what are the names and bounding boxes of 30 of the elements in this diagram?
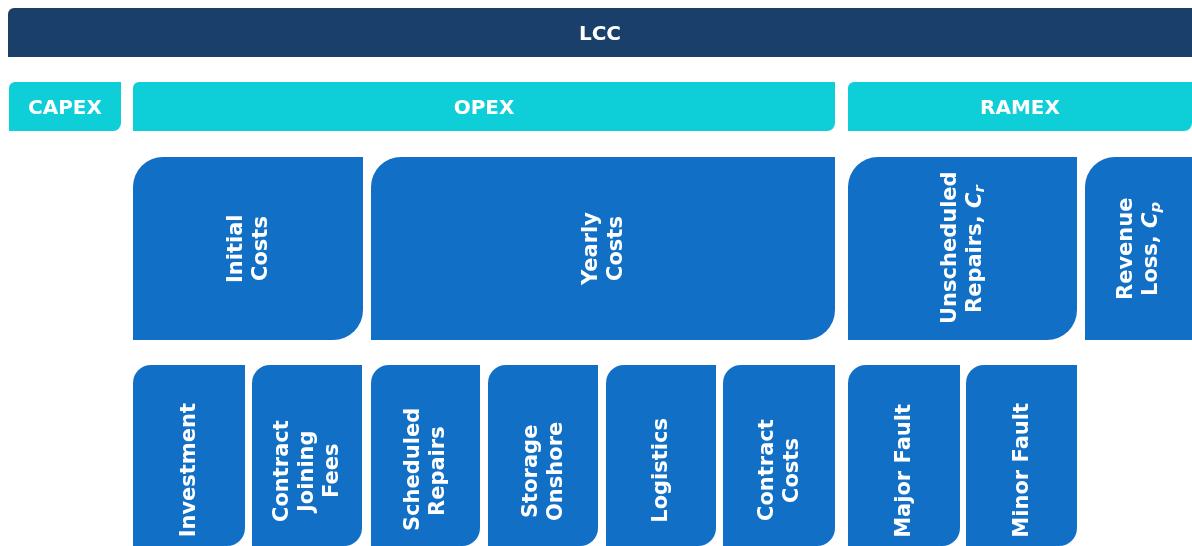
cost-group-box (371, 157, 835, 340)
category-band (848, 82, 1192, 131)
box-label: Logistics (648, 418, 674, 523)
cost-group-box (848, 157, 1077, 340)
cost-item-box (371, 365, 480, 546)
header-bar (8, 8, 1192, 57)
box-label: Minor Fault (1008, 403, 1034, 538)
box-label: Yearly Costs (577, 211, 628, 287)
box-label: Storage Onshore (517, 419, 568, 523)
cost-item-box (966, 365, 1077, 546)
cost-item-box (488, 365, 598, 546)
box-label: RAMEX (980, 94, 1060, 119)
box-label: Contract Costs (753, 420, 804, 521)
box-label: CAPEX (28, 94, 102, 119)
box-label: Major Fault (891, 403, 917, 538)
cost-item-box (848, 365, 960, 546)
cost-group-box (133, 157, 363, 340)
box-label: Initial Costs (222, 213, 273, 285)
cost-item-box (252, 365, 362, 546)
box-label: Scheduled Repairs (400, 410, 451, 531)
cost-group-box (1085, 157, 1192, 340)
cost-item-box (723, 365, 835, 546)
box-label: Investment (176, 403, 202, 538)
box-label: LCC (578, 20, 622, 45)
category-band (9, 82, 121, 131)
category-band (133, 82, 835, 131)
cost-item-box (133, 365, 245, 546)
box-label: OPEX (453, 94, 515, 119)
cost-item-box (606, 365, 716, 546)
box-label: Contract Joining Fees (269, 418, 345, 524)
